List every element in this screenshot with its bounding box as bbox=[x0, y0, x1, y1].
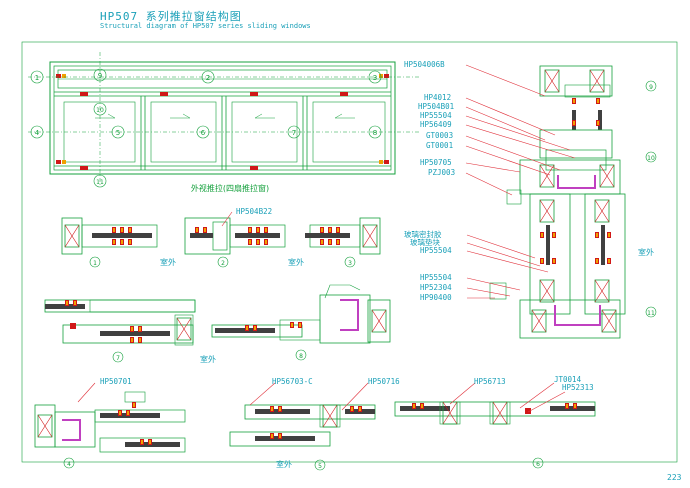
label-hp4012: HP4012 bbox=[424, 93, 452, 102]
label-hp55504-mid: HP55504 bbox=[420, 246, 452, 255]
section-5-label: 5 bbox=[318, 463, 322, 470]
label-gt0003: GT0003 bbox=[426, 131, 454, 140]
label-hp50705: HP50705 bbox=[420, 158, 452, 167]
label-hp504006b: HP504006B bbox=[404, 60, 445, 69]
label-hp56713: HP56713 bbox=[474, 377, 506, 386]
section-11-label: 11 bbox=[647, 310, 655, 317]
outdoor-label-3: 室外 bbox=[200, 354, 216, 364]
label-hp55504-low: HP55504 bbox=[420, 273, 452, 282]
section-3-label: 3 bbox=[348, 260, 352, 267]
section-1-label: 1 bbox=[93, 260, 97, 267]
page-number: 223 bbox=[667, 473, 682, 482]
section-row-1 bbox=[61, 211, 381, 268]
marker-3: 3 bbox=[373, 74, 377, 82]
label-hp90400: HP90400 bbox=[420, 293, 452, 302]
section-10-label: 10 bbox=[647, 155, 655, 162]
outdoor-label-5: 室外 bbox=[638, 247, 654, 257]
label-gt0001: GT0001 bbox=[426, 141, 454, 150]
diagram-title: HP507 系列推拉窗结构图 bbox=[100, 10, 242, 23]
label-glass-block: 玻璃垫块 bbox=[410, 238, 440, 247]
section-4-label: 4 bbox=[67, 461, 71, 468]
diagram-subtitle: Structural diagram of HP507 series slidi… bbox=[100, 22, 311, 30]
outdoor-label-1: 室外 bbox=[160, 257, 176, 267]
marker-8: 8 bbox=[373, 129, 377, 137]
label-hp50716: HP50716 bbox=[368, 377, 400, 386]
window-elevation bbox=[28, 52, 420, 188]
marker-9: 9 bbox=[98, 72, 102, 80]
label-hp56703c: HP56703-C bbox=[272, 377, 313, 386]
marker-5: 5 bbox=[116, 129, 120, 137]
outdoor-label-4: 室外 bbox=[276, 459, 292, 469]
marker-7: 7 bbox=[292, 129, 296, 137]
label-hp50701: HP50701 bbox=[100, 377, 132, 386]
section-2-label: 2 bbox=[221, 260, 225, 267]
vertical-section bbox=[489, 65, 657, 339]
label-hp52304: HP52304 bbox=[420, 283, 452, 292]
marker-2: 2 bbox=[206, 74, 210, 82]
section-7-label: 7 bbox=[116, 355, 120, 362]
label-glass-sealant: 玻璃密封胶 bbox=[404, 230, 442, 239]
marker-1: 1 bbox=[35, 74, 39, 82]
marker-11: 11 bbox=[96, 179, 104, 186]
marker-10: 10 bbox=[96, 107, 104, 114]
marker-4: 4 bbox=[35, 129, 40, 137]
section-row-2 bbox=[44, 284, 391, 363]
label-hp56409: HP56409 bbox=[420, 120, 452, 129]
sheet-border bbox=[21, 41, 678, 463]
leader-lines bbox=[77, 64, 576, 413]
section-8-label: 8 bbox=[299, 353, 303, 360]
marker-6: 6 bbox=[201, 129, 206, 137]
section-9-label: 9 bbox=[649, 84, 653, 91]
label-jt0014: JT0014 bbox=[554, 375, 582, 384]
elevation-caption: 外视推拉(四扇推拉窗) bbox=[191, 183, 269, 193]
section-6-label: 6 bbox=[536, 461, 540, 468]
outdoor-label-2: 室外 bbox=[288, 257, 304, 267]
label-hp504b01: HP504B01 bbox=[418, 102, 455, 111]
label-hp504b22: HP504B22 bbox=[236, 207, 273, 216]
section-row-3 bbox=[34, 391, 596, 471]
label-hp52313: HP52313 bbox=[562, 383, 594, 392]
label-hp55504: HP55504 bbox=[420, 111, 452, 120]
label-pzj003: PZJ003 bbox=[428, 168, 456, 177]
